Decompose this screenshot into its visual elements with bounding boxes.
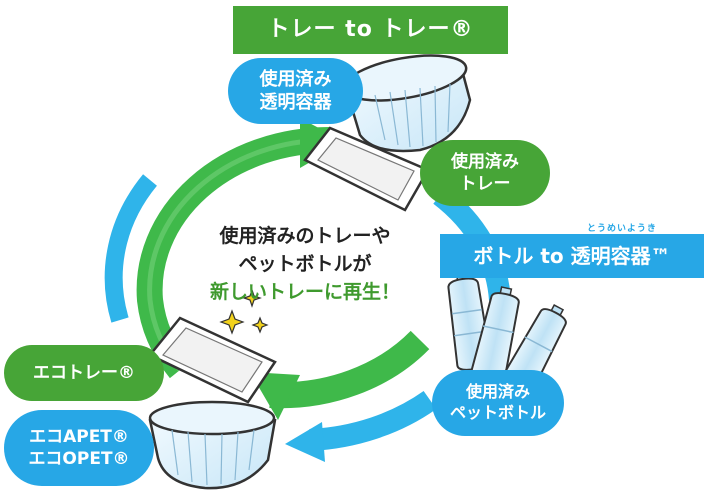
- bottom-bowl-illustration: [148, 400, 277, 490]
- center-message: 使用済みのトレーや ペットボトルが 新しいトレーに再生！: [185, 222, 425, 306]
- sparkle-icon: [242, 288, 262, 308]
- bottle-to-container-title: ボトル to 透明容器™: [440, 234, 704, 278]
- bottom-tray-illustration: [148, 316, 277, 404]
- sparkle-icons: [219, 288, 269, 335]
- bottle-to-container-ruby: とうめいようき: [587, 224, 657, 234]
- used-tray-label: 使用済み トレー: [420, 140, 550, 206]
- sparkle-icon: [219, 309, 245, 335]
- tray-to-tray-title: トレー to トレー®: [233, 6, 508, 54]
- used-pet-bottle-label: 使用済み ペットボトル: [432, 370, 564, 436]
- green-arrowhead-bottom: [250, 372, 300, 420]
- eco-tray-label: エコトレー®: [4, 345, 164, 401]
- center-line-3: 新しいトレーに再生！: [209, 281, 400, 303]
- center-line-2: ペットボトルが: [238, 253, 372, 275]
- blue-arrowhead-bottom: [285, 422, 325, 462]
- eco-opet-text: エコOPET®: [28, 449, 130, 469]
- top-tray-illustration: [303, 126, 430, 212]
- pet-bottles-illustration: [447, 272, 567, 392]
- eco-apet-text: エコAPET®: [29, 426, 129, 447]
- sparkle-icon: [251, 316, 269, 334]
- center-line-1: 使用済みのトレーや: [219, 225, 391, 247]
- eco-apet-opet-label: エコAPET® エコOPET®: [4, 410, 154, 486]
- used-transparent-container-label: 使用済み 透明容器: [228, 58, 363, 124]
